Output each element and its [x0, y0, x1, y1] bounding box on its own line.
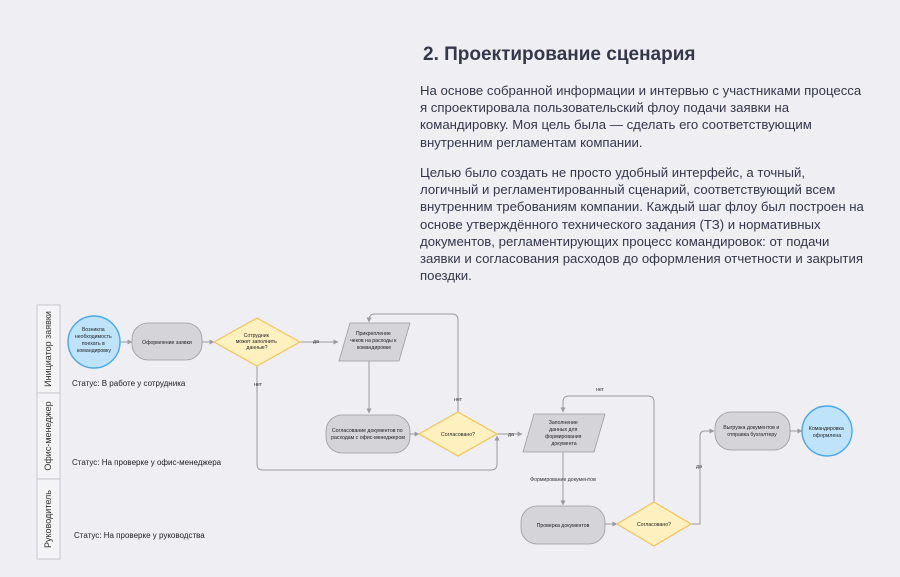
- decision-shape: [212, 317, 302, 367]
- decision-shape: [615, 501, 693, 547]
- lane-box-manager: [36, 478, 61, 560]
- node-form-label: Оформление заявки: [142, 340, 192, 346]
- decision-shape: [417, 411, 499, 457]
- process-shape: [520, 505, 606, 545]
- node-approved-1: Согласовано?: [417, 411, 499, 457]
- edge-label-no2: нет: [454, 397, 463, 403]
- node-attach-label: Прикрепление чеков на расходы к командир…: [350, 331, 398, 351]
- node-fill-data: Заполнение данных для формирования докум…: [522, 413, 606, 453]
- lane-label-initiator: Инициатор заявки: [43, 311, 53, 387]
- end-event-shape: [801, 405, 853, 457]
- section-title: 2. Проектирование сценария: [423, 44, 696, 65]
- intro-paragraph: На основе собранной информации и интервь…: [420, 83, 862, 150]
- status-office-manager: Статус: На проверке у офис-менеджера: [72, 458, 222, 467]
- start-event-shape: [67, 315, 121, 369]
- edge-label-no1: нет: [254, 382, 263, 388]
- node-check-data: Сотрудник может заполнить данные?: [212, 317, 302, 367]
- lane-label-manager: Руководитель: [43, 490, 53, 548]
- goal-paragraph: Целью было создать не просто удобный инт…: [420, 165, 864, 284]
- node-check-docs-label: Проверка документов: [537, 523, 590, 529]
- node-export-label: Выгрузка документов и отправка бухгалтер…: [723, 425, 780, 438]
- process-shape: [325, 414, 411, 454]
- edge-label-form-docs: Формирование документов: [530, 477, 596, 483]
- node-check-data-label: Сотрудник может заполнить данные?: [236, 333, 279, 351]
- node-export: Выгрузка документов и отправка бухгалтер…: [714, 411, 791, 451]
- edge-label-yes1: да: [313, 339, 319, 345]
- edge-decision2-no: [560, 395, 655, 502]
- node-approve-docs-om-label: Согласование документов по расходам с оф…: [331, 428, 405, 441]
- data-shape: [522, 413, 606, 453]
- node-end: Командировка оформлена: [801, 405, 853, 457]
- node-approved-1-label: Согласовано?: [441, 432, 475, 438]
- status-initiator: Статус: В работе у сотрудника: [72, 379, 186, 388]
- edge-label-yes3: да: [696, 464, 702, 470]
- node-end-label: Командировка оформлена: [809, 426, 845, 439]
- node-approved-2-label: Согласовано?: [637, 522, 671, 528]
- status-manager: Статус: На проверке у руководства: [74, 531, 205, 540]
- edge-label-yes2: да: [508, 432, 514, 438]
- swimlane-labels: Инициатор заявки Офис-менеджер Руководит…: [36, 304, 61, 560]
- process-shape: [714, 411, 791, 451]
- node-fill-data-label: Заполнение данных для формирования докум…: [545, 420, 583, 447]
- edge-check-no: [256, 366, 500, 471]
- node-check-docs: Проверка документов: [520, 505, 606, 545]
- data-shape: [338, 322, 411, 362]
- process-shape: [131, 322, 203, 361]
- node-approve-docs-om: Согласование документов по расходам с оф…: [325, 414, 411, 454]
- node-attach: Прикрепление чеков на расходы к командир…: [338, 322, 411, 362]
- node-start-label: Возникла необходимость поехать в команди…: [75, 327, 113, 354]
- edge-decision1-no: [366, 313, 459, 412]
- node-approved-2: Согласовано?: [615, 501, 693, 547]
- node-start: Возникла необходимость поехать в команди…: [67, 315, 121, 369]
- connectors: [120, 313, 803, 527]
- lane-label-office-manager: Офис-менеджер: [43, 401, 53, 470]
- edge-label-no3: нет: [596, 387, 605, 393]
- edge-decision2-yes: [691, 428, 715, 525]
- node-form: Оформление заявки: [131, 322, 203, 361]
